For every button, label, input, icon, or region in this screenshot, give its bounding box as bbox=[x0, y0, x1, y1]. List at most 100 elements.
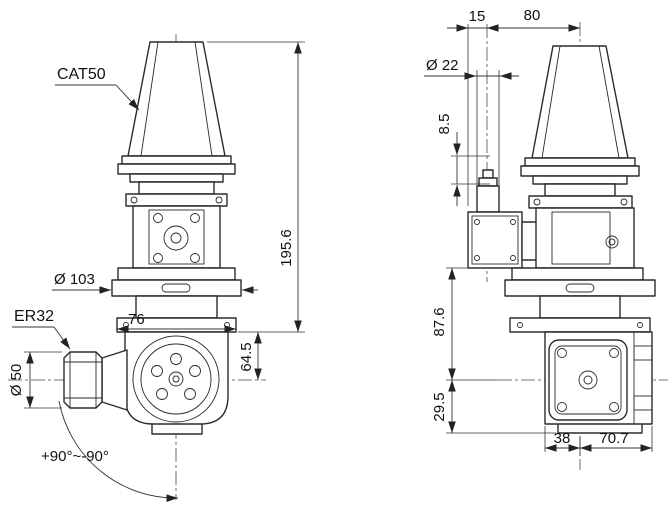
plate-bolt-icon bbox=[620, 198, 628, 206]
collet-taper-front bbox=[101, 349, 128, 411]
dim-er32-label: ER32 bbox=[12, 308, 71, 350]
spindle-center-bore-front bbox=[172, 375, 180, 383]
cat50-taper-front bbox=[127, 41, 226, 157]
swivel-arc bbox=[58, 400, 179, 502]
plate-bolt-icon bbox=[533, 198, 541, 206]
face-plate-center bbox=[578, 370, 598, 390]
dim-width-38-label: 38 bbox=[554, 430, 571, 447]
height-87-6-extensions bbox=[446, 267, 505, 381]
dim-height-64-5-label: 64.5 bbox=[238, 342, 255, 371]
flange-top-side bbox=[511, 267, 644, 281]
face-plate-bolt-icon bbox=[609, 402, 619, 412]
dim-cat50-label: CAT50 bbox=[55, 66, 140, 111]
dim-width-76: 76 bbox=[117, 311, 236, 333]
face-plate-bolt-icon bbox=[557, 348, 567, 358]
drive-spindle-tip bbox=[482, 169, 494, 179]
dim-width-70-7-label: 70.7 bbox=[599, 430, 628, 447]
spindle-center-front bbox=[168, 371, 184, 387]
plate-bolt-icon bbox=[130, 196, 138, 204]
angle-head-front bbox=[124, 331, 229, 425]
side-view bbox=[467, 45, 656, 434]
cat50-taper-front-lines bbox=[140, 41, 213, 157]
taper-ring-a-front bbox=[121, 155, 232, 165]
face-plate-side bbox=[548, 339, 628, 421]
face-bolt-icon bbox=[189, 365, 201, 377]
cat50-taper-side-lines bbox=[541, 45, 620, 159]
body-port-icon bbox=[605, 235, 619, 249]
dim-height-29-5-label: 29.5 bbox=[431, 392, 448, 421]
body-bolt-icon bbox=[190, 213, 200, 223]
plate-bolt-icon bbox=[215, 196, 223, 204]
taper-vflange-side bbox=[520, 165, 640, 177]
dim-width-38: 38 bbox=[544, 426, 581, 456]
dim-height-195-6: 195.6 bbox=[207, 41, 305, 333]
head-plate-bolt-icon bbox=[517, 322, 523, 328]
er32-leader bbox=[53, 326, 71, 350]
face-plate-side-inner bbox=[554, 345, 622, 415]
spindle-face-inner-front bbox=[140, 343, 212, 415]
er32-nut-flats bbox=[64, 352, 102, 408]
face-bolt-icon bbox=[184, 388, 196, 400]
height-195-extensions bbox=[207, 41, 305, 333]
dim-dia103-label: Ø 103 bbox=[54, 271, 95, 288]
dim-er32-label-text: ER32 bbox=[14, 308, 54, 325]
face-bolt-icon bbox=[151, 365, 163, 377]
dim-width-70-7: 70.7 bbox=[580, 426, 653, 452]
gearbox-bolt-icon bbox=[510, 219, 516, 225]
gearbox-side bbox=[467, 211, 523, 269]
drive-spindle-side bbox=[476, 185, 500, 213]
spindle-plate-front bbox=[125, 193, 228, 207]
head-plate-side bbox=[509, 317, 651, 333]
neck-side bbox=[539, 295, 621, 319]
side-clamp-top bbox=[633, 345, 653, 361]
face-plate-bolt-icon bbox=[609, 348, 619, 358]
dim-height-87-6-label: 87.6 bbox=[431, 307, 448, 336]
dim-height-64-5: 64.5 bbox=[238, 332, 262, 380]
face-plate-center-bore bbox=[583, 375, 593, 385]
head-plate-bolt-icon bbox=[637, 322, 643, 328]
dim-height-29-5: 29.5 bbox=[431, 380, 556, 434]
front-view bbox=[63, 41, 242, 435]
taper-ring-a-side bbox=[524, 157, 636, 167]
body-boss-front-inner bbox=[170, 232, 182, 244]
er32-collet-nut bbox=[63, 351, 103, 409]
gearbox-bolt-icon bbox=[474, 255, 480, 261]
face-bolt-icon bbox=[170, 353, 182, 365]
gearbox-side-inner bbox=[471, 215, 519, 265]
taper-ring-b-side bbox=[532, 175, 628, 185]
body-front bbox=[132, 205, 221, 269]
dim-height-87-6: 87.6 bbox=[431, 267, 505, 381]
flange-disc-front bbox=[111, 279, 242, 297]
dim-height-8-5: 8.5 bbox=[436, 114, 490, 206]
body-side bbox=[535, 207, 635, 269]
height-8-5-extensions bbox=[451, 155, 490, 185]
dim-dia50-label: Ø 50 bbox=[8, 364, 25, 397]
body-boss-front bbox=[163, 225, 189, 251]
dim-width-76-label: 76 bbox=[128, 311, 145, 328]
body-port-icon bbox=[608, 238, 616, 246]
cat50-leader bbox=[115, 84, 140, 111]
dim-dia50: Ø 50 bbox=[8, 351, 62, 409]
taper-vflange-front bbox=[117, 163, 236, 175]
dim-dia22-label: Ø 22 bbox=[426, 57, 459, 74]
spindle-face-outer-front bbox=[132, 335, 220, 423]
dim-swivel-range: +90°~-90° bbox=[41, 400, 179, 502]
dim-height-8-5-label: 8.5 bbox=[436, 114, 453, 135]
flange-disc-side bbox=[504, 279, 656, 297]
taper-pilot-side bbox=[544, 183, 616, 197]
dim-offset-15: 15 bbox=[447, 8, 487, 206]
dim-width-80: 80 bbox=[487, 7, 580, 32]
drive-spindle-cap bbox=[478, 177, 498, 187]
dia22-extensions bbox=[476, 70, 500, 186]
body-bolt-icon bbox=[153, 253, 163, 263]
spindle-plate-side bbox=[528, 195, 633, 209]
gearbox-bolt-icon bbox=[474, 219, 480, 225]
dim-swivel-range-label: +90°~-90° bbox=[41, 448, 109, 465]
flange-slot-front bbox=[161, 283, 191, 293]
neck-front bbox=[135, 295, 218, 319]
body-side-inner bbox=[551, 211, 611, 265]
side-clamp-bottom bbox=[633, 395, 653, 411]
face-bolt-icon bbox=[156, 388, 168, 400]
